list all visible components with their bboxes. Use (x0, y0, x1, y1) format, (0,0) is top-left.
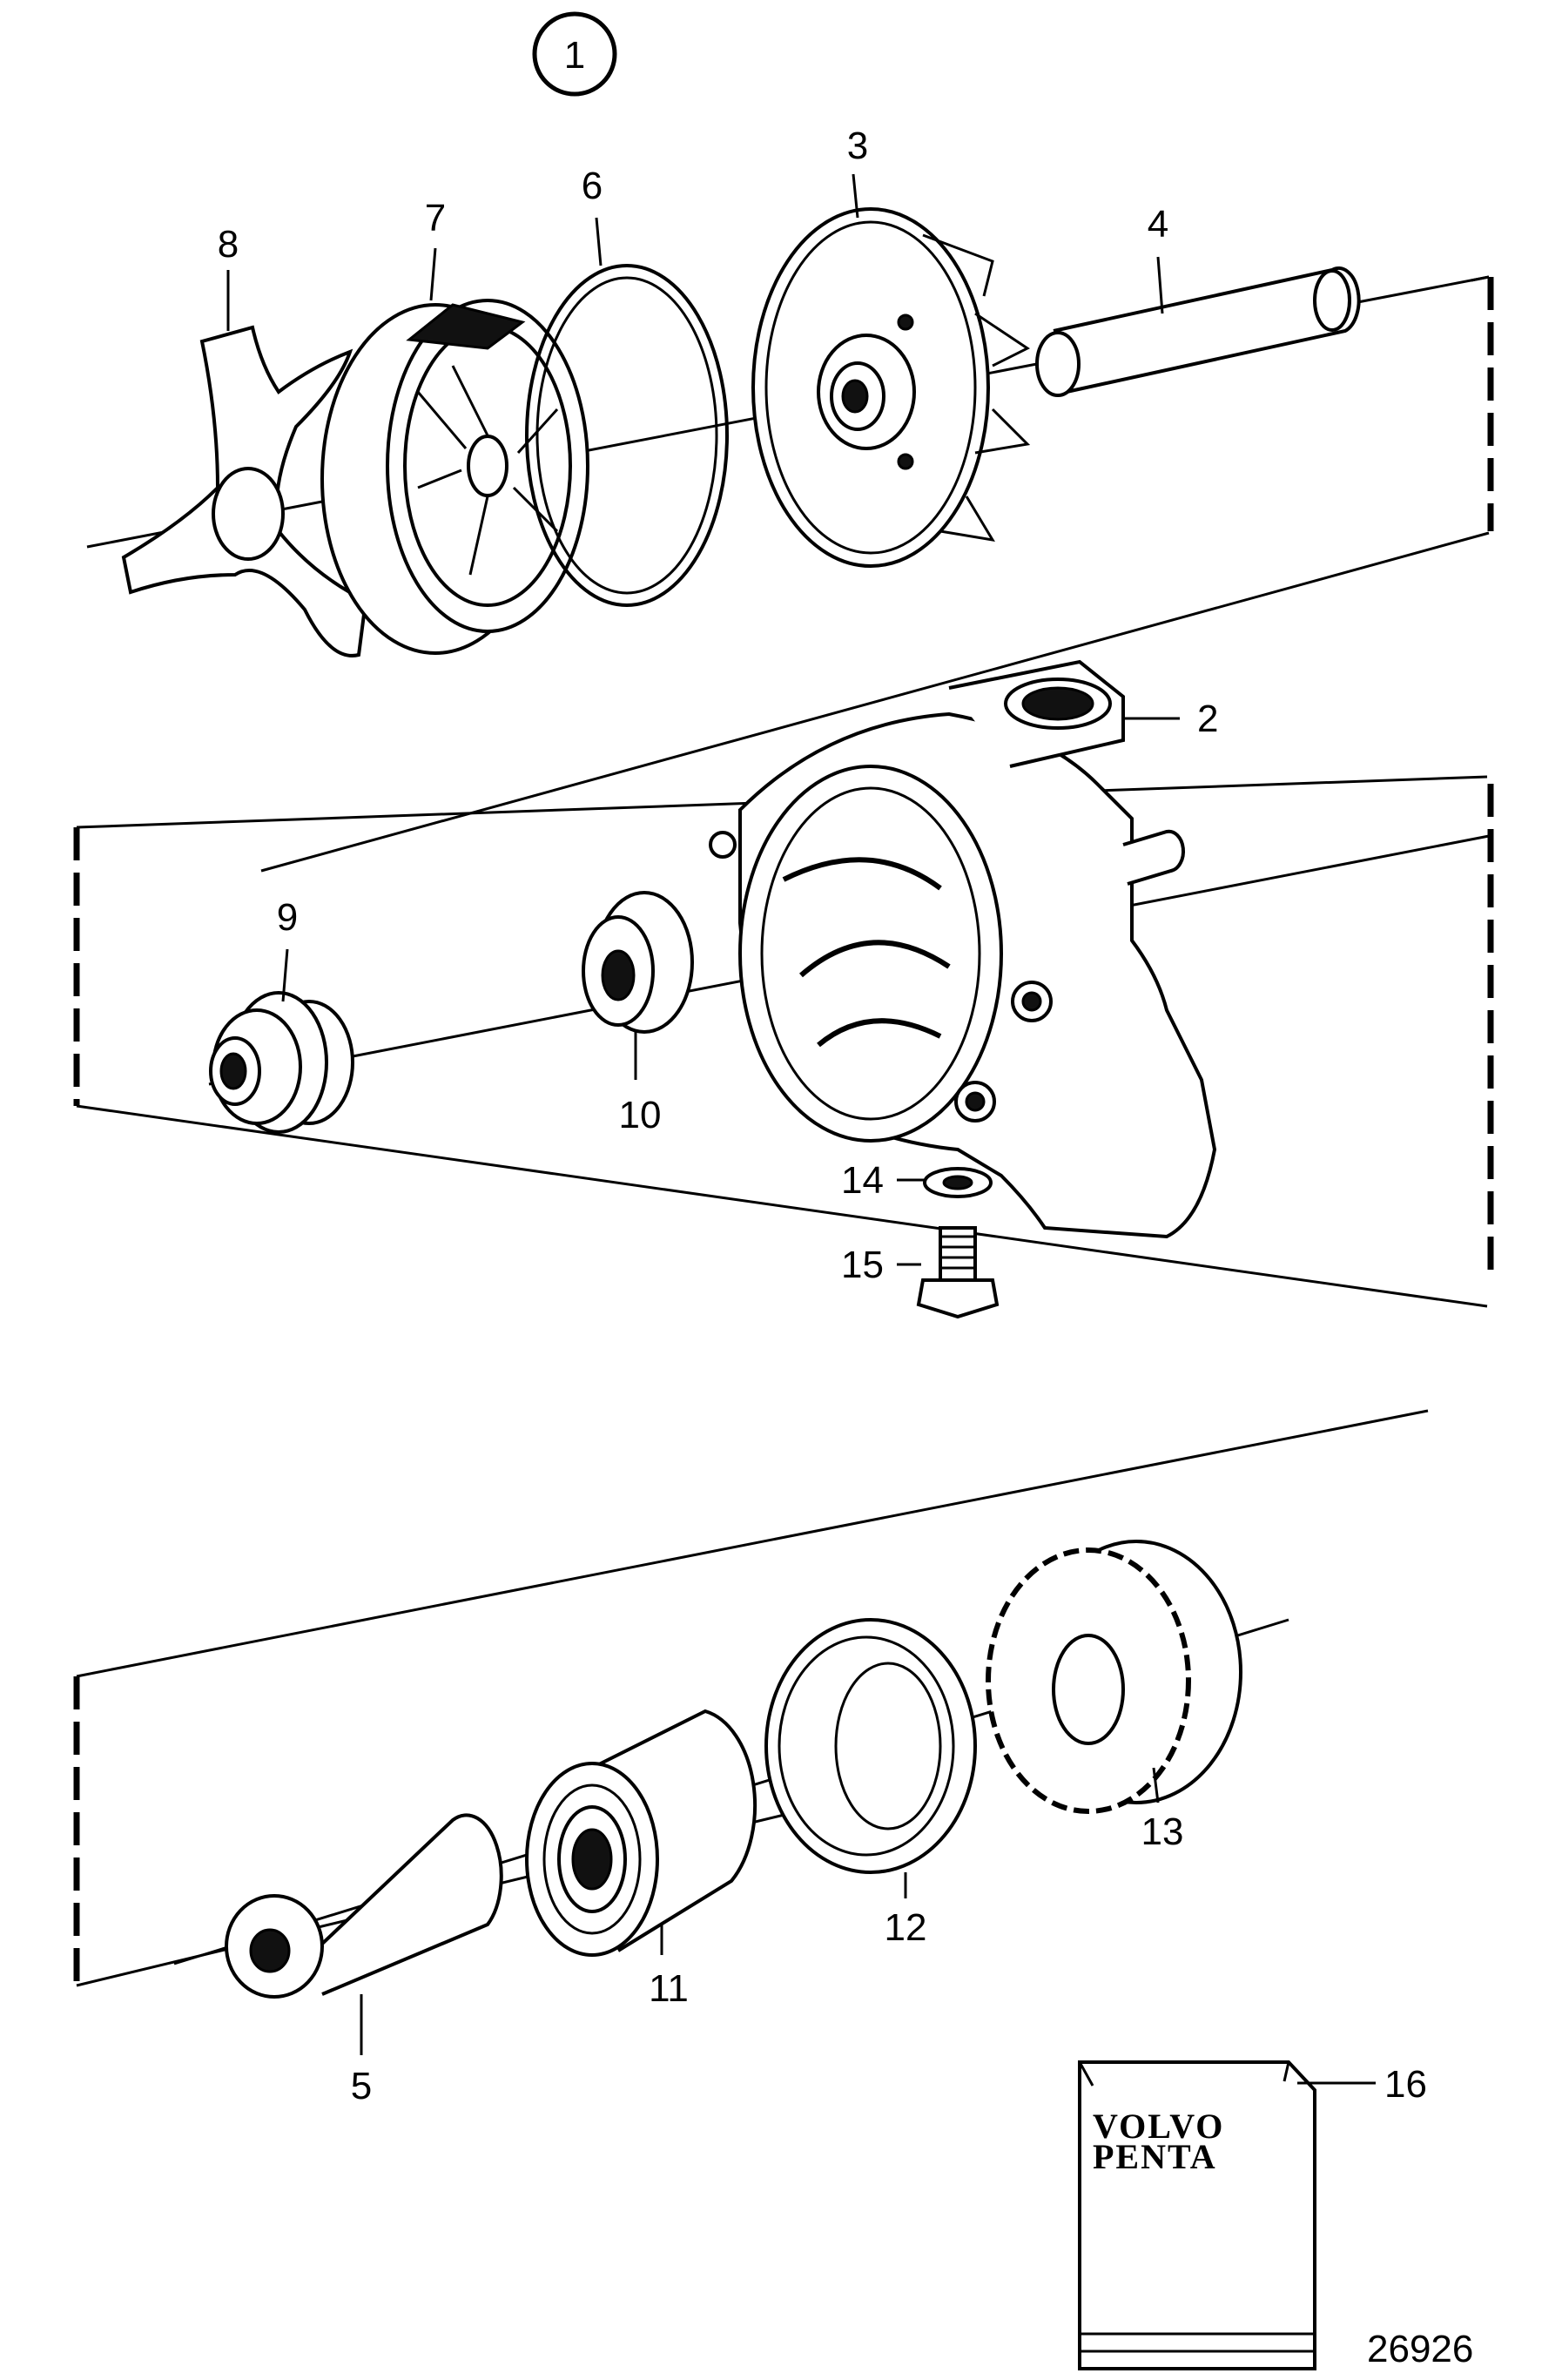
callout-14: 14 (841, 1159, 884, 1202)
drawing-number: 26926 (1367, 2328, 1473, 2370)
group-number-badge: 1 (532, 11, 617, 97)
callout-3: 3 (847, 125, 868, 167)
part-14-washer (923, 1167, 993, 1198)
part-2-pump-housing (709, 659, 1217, 1239)
part-10-seal-ring (582, 891, 694, 1034)
part-16-gasket-kit: VOLVO PENTA (1078, 2060, 1316, 2370)
part-5-sleeve (225, 1813, 503, 1999)
callout-9: 9 (277, 896, 298, 939)
part-15-plug (916, 1226, 1000, 1319)
part-13-gear (986, 1540, 1242, 1814)
part-7-cover (320, 299, 589, 655)
callout-8: 8 (218, 223, 239, 266)
callout-5: 5 (351, 2065, 372, 2107)
callout-leaders (226, 173, 1376, 2085)
part-8-tri-plate (121, 325, 368, 657)
callout-labels: 3 4 6 7 8 2 9 10 14 15 5 11 12 13 16 (218, 125, 1427, 2107)
callout-11: 11 (649, 1967, 689, 2010)
callout-7: 7 (425, 197, 446, 239)
callout-2: 2 (1197, 698, 1218, 740)
part-11-bearing (525, 1709, 757, 1957)
callout-15: 15 (841, 1244, 884, 1286)
part-3-impeller (751, 207, 1031, 568)
part-12-cup (764, 1618, 977, 1874)
part-6-o-ring (525, 264, 729, 607)
group-number-label: 1 (564, 34, 585, 77)
callout-6: 6 (582, 165, 603, 207)
callout-16: 16 (1384, 2063, 1427, 2106)
volvo-penta-logo-line-2: PENTA (1093, 2137, 1217, 2176)
volvo-penta-logo-line-1: VOLVO (1093, 2107, 1224, 2146)
middle-section (73, 659, 1494, 1319)
bottom-section (73, 1409, 1429, 1999)
top-section (86, 207, 1494, 873)
callout-4: 4 (1148, 203, 1168, 246)
part-9-seal (209, 991, 354, 1134)
callout-10: 10 (619, 1094, 662, 1136)
callout-13: 13 (1141, 1810, 1184, 1853)
callout-12: 12 (885, 1906, 927, 1949)
part-4-shaft (1035, 266, 1361, 397)
